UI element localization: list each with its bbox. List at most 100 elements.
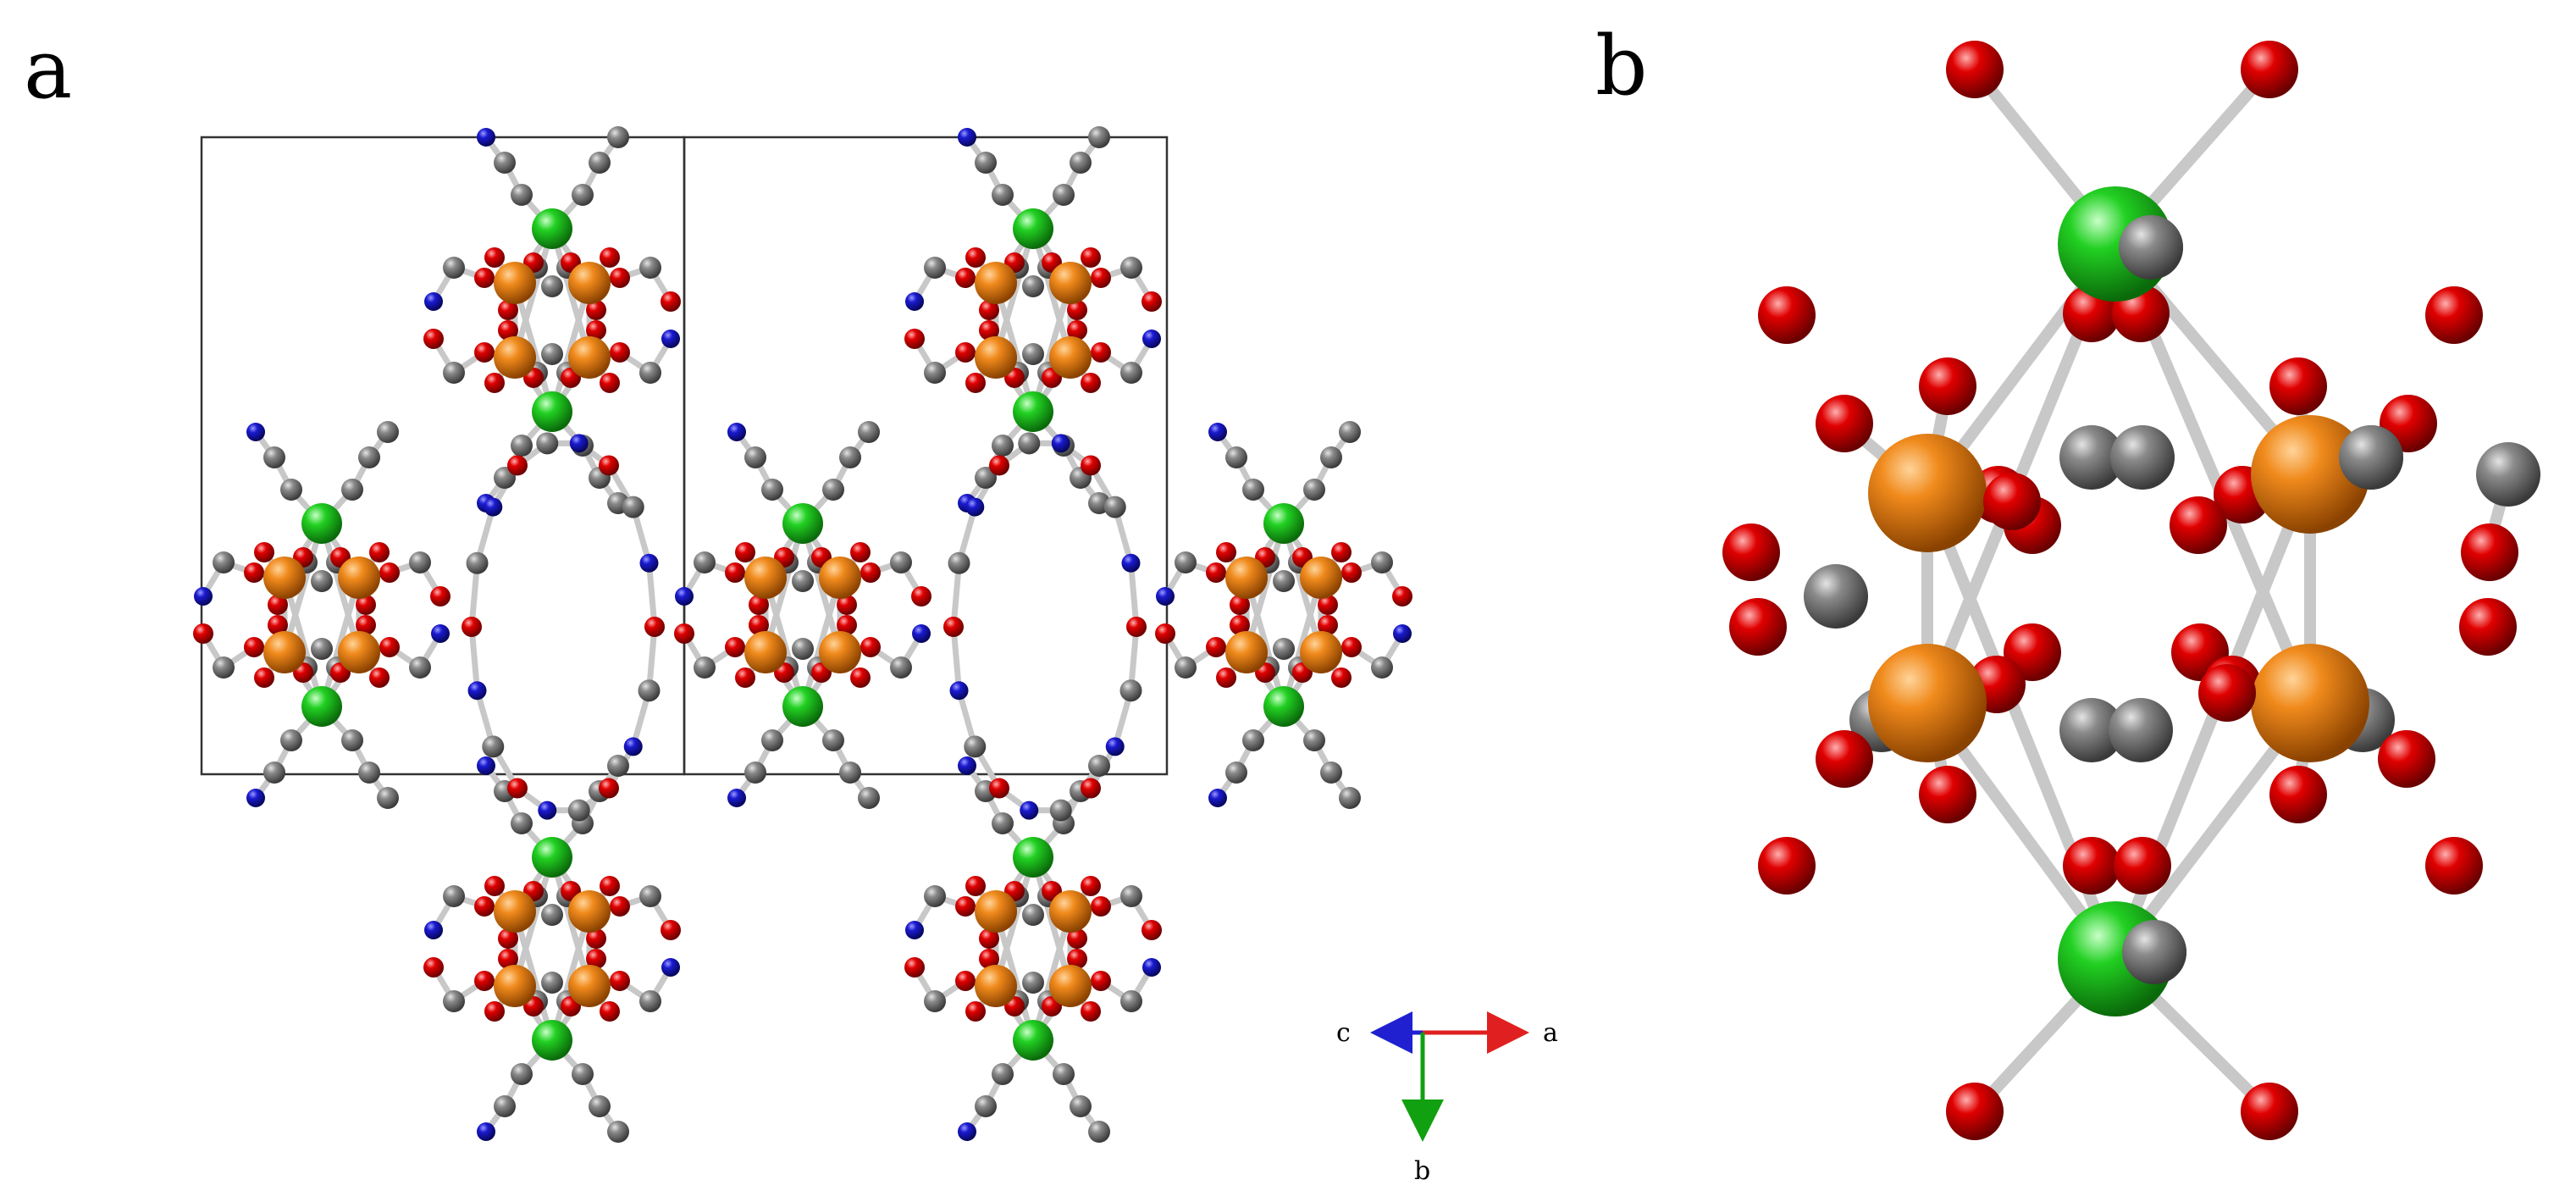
grey-atom — [1273, 570, 1295, 592]
grey-atom — [2339, 425, 2403, 490]
red-atom — [498, 320, 518, 341]
red-atom — [600, 876, 620, 896]
red-atom — [356, 615, 376, 635]
grey-atom — [2110, 425, 2175, 490]
orange-atom — [1300, 631, 1342, 673]
grey-atom — [744, 446, 766, 468]
red-atom — [1919, 357, 1976, 415]
blue-atom — [246, 789, 265, 807]
grey-atom — [280, 729, 302, 751]
grey-atom — [341, 729, 363, 751]
orange-atom — [975, 262, 1017, 304]
grey-atom — [511, 1063, 533, 1085]
blue-atom — [958, 128, 976, 147]
grey-atom — [1371, 551, 1393, 573]
grey-atom — [924, 885, 946, 907]
orange-atom — [1049, 262, 1092, 304]
red-atom — [735, 542, 755, 562]
red-atom — [268, 595, 288, 615]
red-atom — [2063, 837, 2120, 895]
orange-atom — [819, 557, 861, 599]
grey-atom — [639, 990, 661, 1012]
grey-atom — [1022, 904, 1044, 926]
red-atom — [2378, 730, 2435, 788]
grey-atom — [761, 479, 783, 501]
red-atom — [1081, 455, 1101, 476]
bond — [762, 520, 806, 656]
orange-atom — [2251, 415, 2369, 534]
grey-atom — [792, 570, 814, 592]
red-atom — [484, 373, 505, 393]
grey-atom — [311, 638, 333, 660]
grey-atom — [992, 435, 1014, 457]
blue-atom — [661, 958, 680, 977]
red-atom — [1067, 928, 1087, 949]
red-atom — [911, 586, 931, 607]
red-atom — [1331, 667, 1352, 688]
grey-atom — [1088, 1121, 1110, 1143]
red-atom — [979, 928, 999, 949]
red-atom — [644, 617, 665, 637]
grey-atom — [858, 421, 880, 443]
red-atom — [498, 300, 518, 320]
grey-atom — [992, 812, 1014, 834]
grey-atom — [1070, 1095, 1092, 1117]
red-atom — [1142, 920, 1162, 940]
panel-a-bonds — [200, 134, 1406, 1135]
bond — [992, 225, 1036, 361]
red-atom — [725, 637, 745, 657]
grey-atom — [511, 184, 533, 206]
orange-atom — [568, 890, 611, 933]
panel-a-atoms — [193, 126, 1412, 1143]
orange-atom — [568, 262, 611, 304]
bond — [281, 574, 325, 710]
grey-atom — [1242, 479, 1264, 501]
bond — [318, 520, 362, 656]
red-atom — [586, 928, 606, 949]
red-atom — [1126, 617, 1147, 637]
red-atom — [474, 342, 495, 363]
bond — [511, 908, 556, 1044]
red-atom — [1091, 268, 1111, 288]
grey-atom — [1225, 762, 1247, 784]
red-atom — [2170, 496, 2227, 554]
grey-atom — [494, 152, 516, 174]
red-atom — [610, 971, 630, 991]
grey-atom — [839, 446, 861, 468]
red-atom — [268, 615, 288, 635]
red-atom — [2198, 664, 2256, 722]
red-atom — [1206, 562, 1226, 583]
blue-atom — [905, 292, 924, 311]
axis-a-label: a — [1543, 1018, 1558, 1048]
grey-atom — [1049, 799, 1072, 822]
red-atom — [1946, 41, 2004, 98]
red-atom — [244, 637, 264, 657]
blue-atom — [661, 330, 680, 348]
red-atom — [2425, 286, 2483, 344]
grey-atom — [213, 551, 235, 573]
green-atom — [1013, 208, 1053, 249]
green-atom — [532, 208, 572, 249]
red-atom — [1341, 562, 1362, 583]
red-atom — [369, 667, 390, 688]
grey-atom — [541, 904, 563, 926]
panel-a-label: a — [24, 22, 73, 117]
orange-atom — [1049, 890, 1092, 933]
bond — [549, 225, 593, 361]
red-atom — [837, 615, 857, 635]
grey-atom — [2109, 698, 2173, 762]
grey-atom — [443, 257, 465, 279]
red-atom — [600, 373, 620, 393]
red-atom — [1142, 291, 1162, 312]
blue-atom — [194, 587, 213, 606]
blue-atom — [477, 1122, 495, 1141]
blue-atom — [675, 587, 694, 606]
grey-atom — [975, 1095, 997, 1117]
blue-atom — [1208, 423, 1227, 441]
red-atom — [1067, 949, 1087, 969]
panel-b-label: b — [1595, 19, 1648, 114]
red-atom — [1206, 637, 1226, 657]
red-atom — [1081, 876, 1101, 896]
grey-atom — [1120, 362, 1142, 384]
